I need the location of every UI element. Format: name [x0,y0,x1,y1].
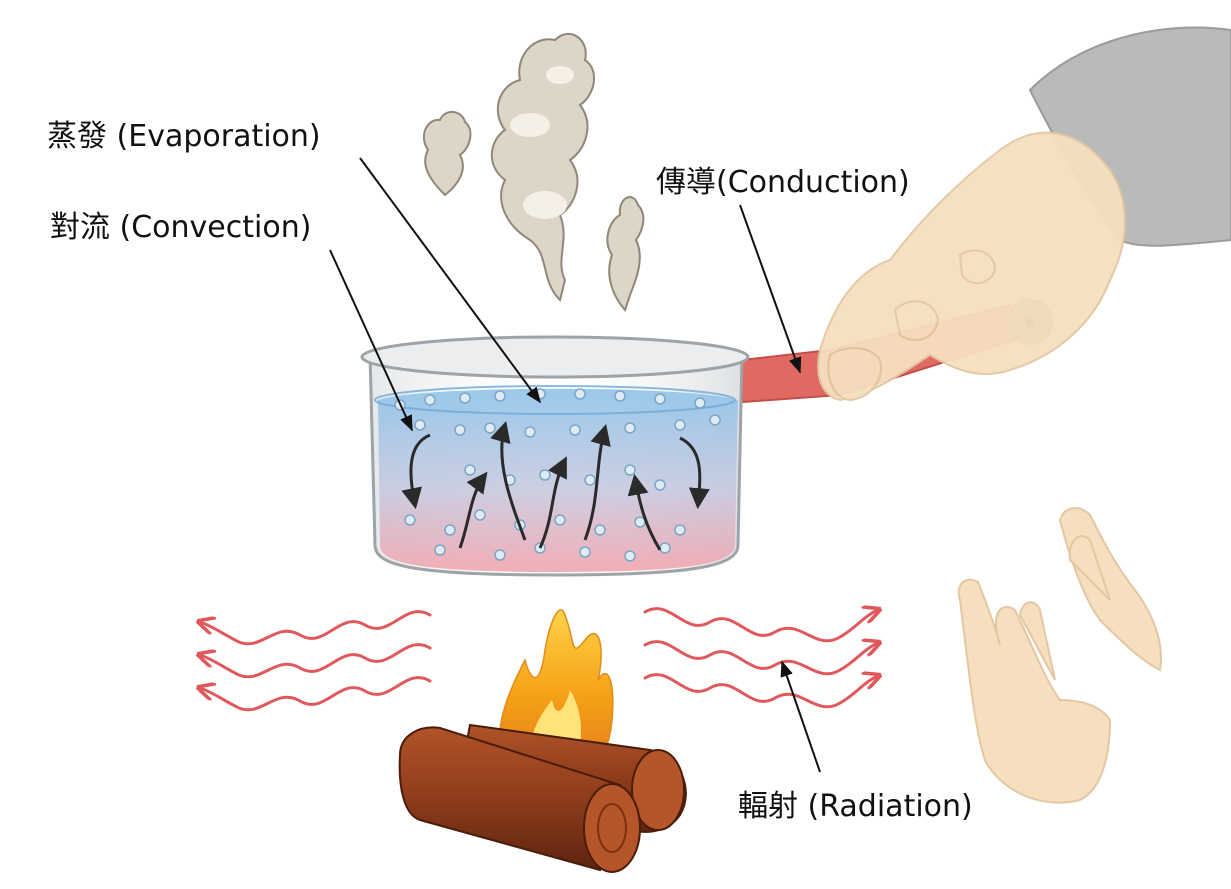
leader-lines [329,157,821,773]
steam-icon [422,33,645,312]
evaporation-leader [359,157,541,404]
convection-label: 對流 (Convection) [50,210,312,245]
radiation-leader [780,660,821,773]
heat-wave-icon [200,609,878,712]
hand-icon [817,131,1126,402]
hands-warming-icon [957,507,1162,804]
convection-leader [329,249,413,432]
pot-icon [360,335,750,577]
radiation-label: 輻射 (Radiation) [738,789,973,824]
log-icon [398,723,687,873]
convection-arrows [401,420,710,551]
evaporation-label: 蒸發 (Evaporation) [47,119,321,154]
conduction-leader [739,204,802,374]
bubbles-icon [394,388,721,562]
conduction-label: 傳導(Conduction) [656,165,910,200]
